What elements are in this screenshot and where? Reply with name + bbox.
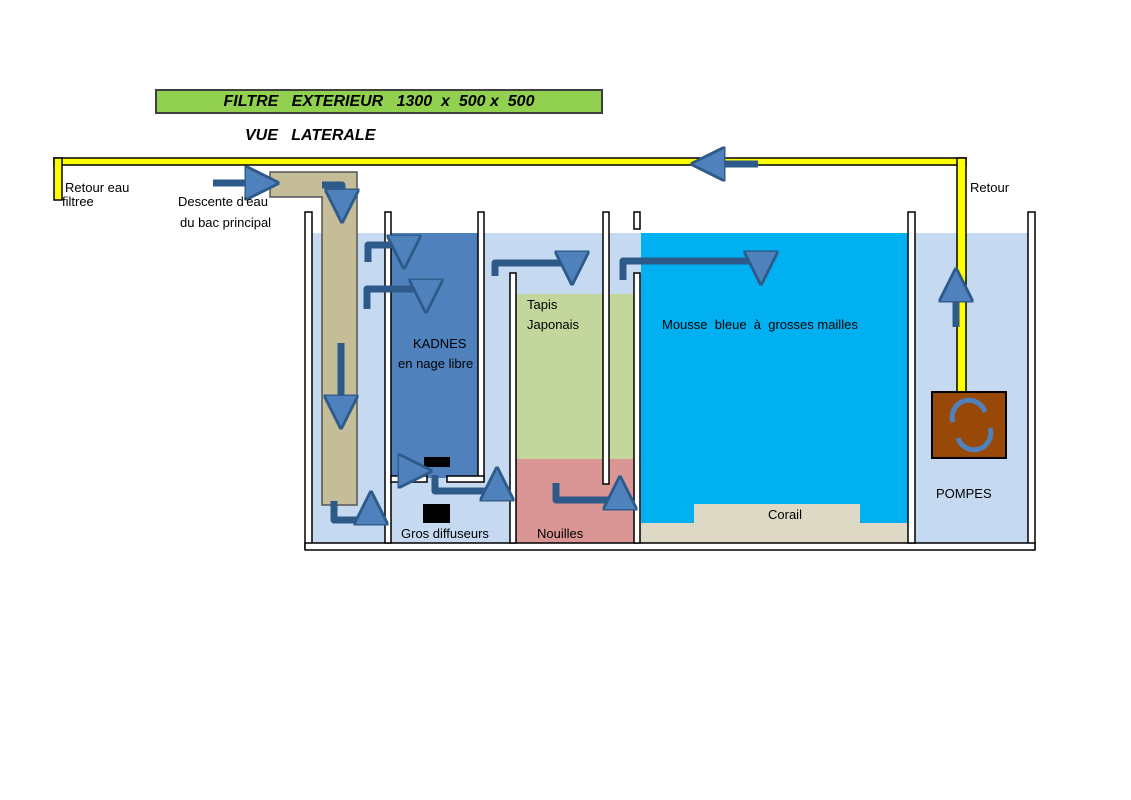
label-gros-diffuseurs: Gros diffuseurs xyxy=(401,526,489,541)
flow-arrow xyxy=(619,261,761,280)
subtitle: VUE LATERALE xyxy=(245,127,376,144)
label-tapis: Tapis xyxy=(527,297,558,312)
flow-arrow xyxy=(364,245,404,262)
mousse-bleue-compartment xyxy=(641,233,908,523)
diffuser-block xyxy=(424,457,450,467)
label-retour-eau: Retour eau xyxy=(65,180,130,195)
flow-arrow xyxy=(363,289,426,309)
tapis-japonais-zone xyxy=(516,294,634,459)
flow-arrow xyxy=(322,181,342,206)
kadnes-compartment xyxy=(391,233,478,478)
title-banner: FILTRE EXTERIEUR 1300 x 500 x 500 xyxy=(155,89,603,114)
flow-arrow xyxy=(431,475,497,491)
label-pompes: POMPES xyxy=(936,486,992,501)
flow-arrow xyxy=(491,263,572,276)
label-bac-principal: du bac principal xyxy=(180,215,272,230)
label-retour: Retour xyxy=(970,180,1010,195)
label-corail: Corail xyxy=(768,507,802,522)
label-nouilles: Nouilles xyxy=(537,526,584,541)
flow-arrow xyxy=(403,458,415,471)
label-nage-libre: en nage libre xyxy=(398,356,474,371)
label-mousse-bleue: Mousse bleue à grosses mailles xyxy=(662,317,858,332)
label-japonais: Japonais xyxy=(527,317,580,332)
label-kadnes: KADNES xyxy=(413,336,467,351)
diffuser-block xyxy=(423,504,450,523)
flow-arrow xyxy=(330,501,371,520)
corail-zone xyxy=(641,504,908,543)
label-descente: Descente d'eau xyxy=(178,194,268,209)
label-filtree: filtree xyxy=(62,194,94,209)
flow-arrow xyxy=(552,483,620,500)
pump-rotation-icon xyxy=(949,397,994,453)
